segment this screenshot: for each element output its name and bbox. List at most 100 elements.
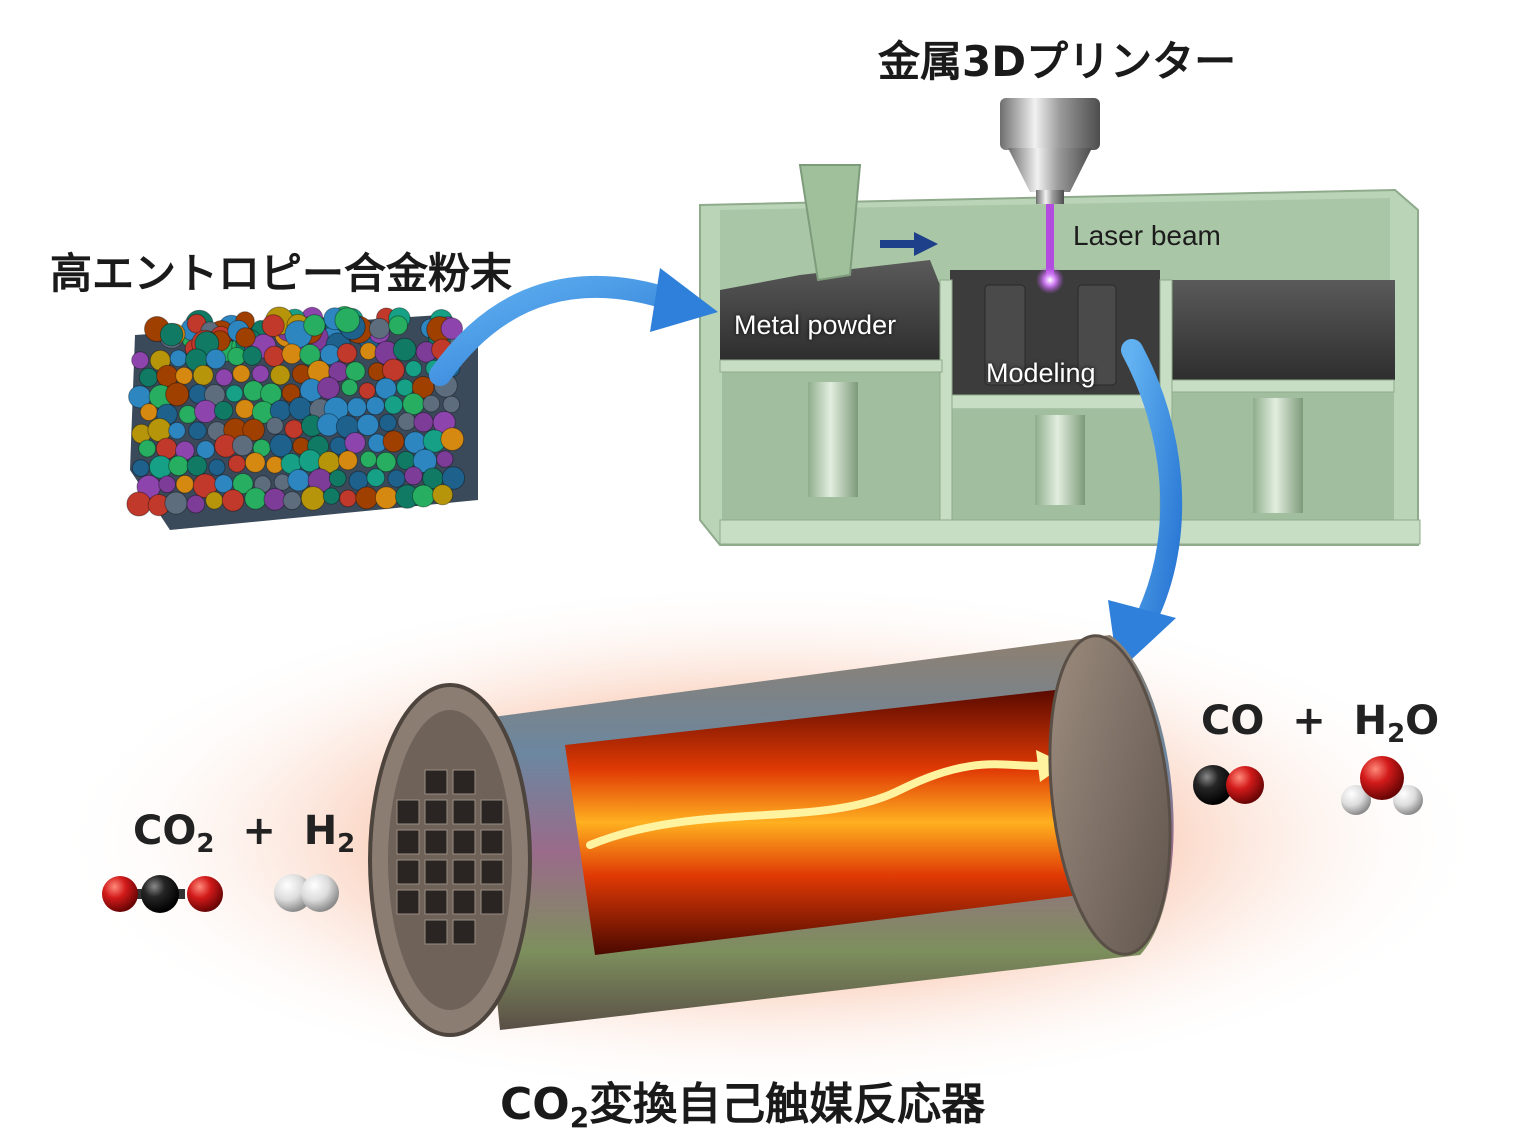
powder-particle: [336, 343, 358, 364]
powder-particle: [168, 421, 186, 440]
reactor-channel: [452, 829, 476, 855]
product-h2o-o: O: [1405, 698, 1440, 744]
gas-flow-arrow: [586, 760, 1054, 849]
powder-particle: [300, 486, 326, 511]
powder-particle: [382, 430, 405, 453]
recoater-blade: [798, 164, 862, 282]
printer-title: 金属3Dプリンター: [878, 37, 1237, 86]
powder-particle: [227, 454, 246, 473]
powder-particle: [232, 364, 251, 383]
powder-particle: [214, 474, 234, 494]
modeled-part-right: [1077, 284, 1117, 386]
reactor-channel: [480, 829, 504, 855]
powder-particle: [405, 360, 423, 378]
powder-particle: [261, 314, 285, 338]
powder-particle: [205, 348, 227, 370]
powder-particle: [344, 432, 366, 454]
powder-particle: [334, 307, 361, 334]
powder-particle: [205, 491, 224, 510]
powder-particle: [213, 400, 234, 421]
reactor-channel: [424, 919, 448, 945]
powder-particle: [432, 484, 454, 506]
powder-particle: [208, 458, 226, 476]
powder-particle: [359, 450, 378, 468]
product-h2o: H2O: [1354, 698, 1440, 749]
powder-particle: [322, 487, 340, 505]
powder-particle: [411, 376, 435, 399]
powder-particle: [242, 418, 266, 442]
powder-particle: [165, 382, 190, 407]
powder-particle: [375, 451, 397, 473]
laser-spot: [1036, 266, 1064, 294]
powder-particle: [284, 419, 304, 439]
reactant-h2: H2: [303, 808, 356, 859]
reactor-channel: [424, 829, 448, 855]
product-h2o-subscript: 2: [1387, 719, 1406, 749]
powder-particle: [159, 322, 184, 347]
powder-particle: [131, 459, 150, 478]
powder-particle: [381, 358, 405, 382]
reactor-channel: [424, 859, 448, 885]
powder-particle: [131, 351, 150, 370]
powder-particle: [232, 473, 254, 495]
powder-particle: [235, 399, 255, 419]
reactor-channel: [396, 889, 420, 915]
powder-particle: [231, 434, 254, 457]
h2o-molecule: [1341, 756, 1423, 815]
reactor-fire-window: [565, 690, 1080, 955]
powder-particle: [266, 416, 284, 435]
powder-particle: [175, 366, 194, 385]
reactor-channel: [452, 769, 476, 795]
powder-particle: [411, 484, 435, 508]
alloy-powder-cube: [126, 305, 478, 530]
powder-particle: [263, 487, 287, 511]
reactor-channel-grid: [396, 769, 504, 945]
powder-particle: [402, 392, 425, 416]
powder-particle: [282, 491, 302, 511]
reactant-co2-subscript: 2: [196, 829, 215, 859]
reactor-title-sub: 2: [569, 1101, 590, 1134]
powder-particle: [269, 364, 291, 386]
powder-bed-left: [720, 260, 940, 360]
powder-particle: [139, 403, 158, 422]
powder-particle: [345, 361, 366, 382]
powder-particle: [263, 345, 285, 367]
powder-particle: [178, 405, 198, 424]
powder-particle: [126, 491, 152, 517]
powder-particle: [317, 376, 340, 400]
reactor-title-rest: 変換自己触媒反応器: [589, 1079, 986, 1130]
laser-beam-label: Laser beam: [1073, 220, 1221, 251]
laser-nozzle: [1000, 98, 1100, 204]
reactant-co2-symbol: CO: [133, 808, 197, 854]
reactant-h2-symbol: H: [303, 808, 338, 854]
reactor-title-co: CO: [500, 1079, 570, 1130]
metal-powder-label: Metal powder: [734, 310, 897, 340]
powder-particle: [368, 317, 391, 340]
powder-particle: [192, 364, 214, 386]
reactor-channel: [452, 919, 476, 945]
powder-particle: [225, 384, 244, 403]
piston-right: [1253, 398, 1303, 513]
powder-particle: [384, 395, 404, 415]
powder-particle: [175, 474, 195, 494]
powder-particle: [138, 439, 157, 458]
powder-particle: [186, 455, 208, 477]
powder-particle: [374, 486, 398, 510]
powder-bed-right: [1170, 280, 1395, 380]
powder-particle: [269, 433, 293, 458]
laser-beam: [1046, 204, 1054, 276]
powder-particle: [221, 489, 245, 512]
reactor-channel: [396, 799, 420, 825]
products-plus: +: [1292, 698, 1326, 744]
h2-molecule: [274, 874, 339, 912]
powder-particle: [303, 314, 326, 337]
reactant-h2-subscript: 2: [337, 829, 356, 859]
powder-particle: [188, 421, 207, 441]
powder-particle: [341, 378, 359, 396]
powder-particle: [158, 475, 177, 494]
powder-particle: [215, 368, 234, 387]
reactor-channel: [480, 889, 504, 915]
powder-particle: [244, 487, 267, 510]
powder-particle: [422, 394, 441, 413]
piston-center: [1035, 415, 1085, 505]
